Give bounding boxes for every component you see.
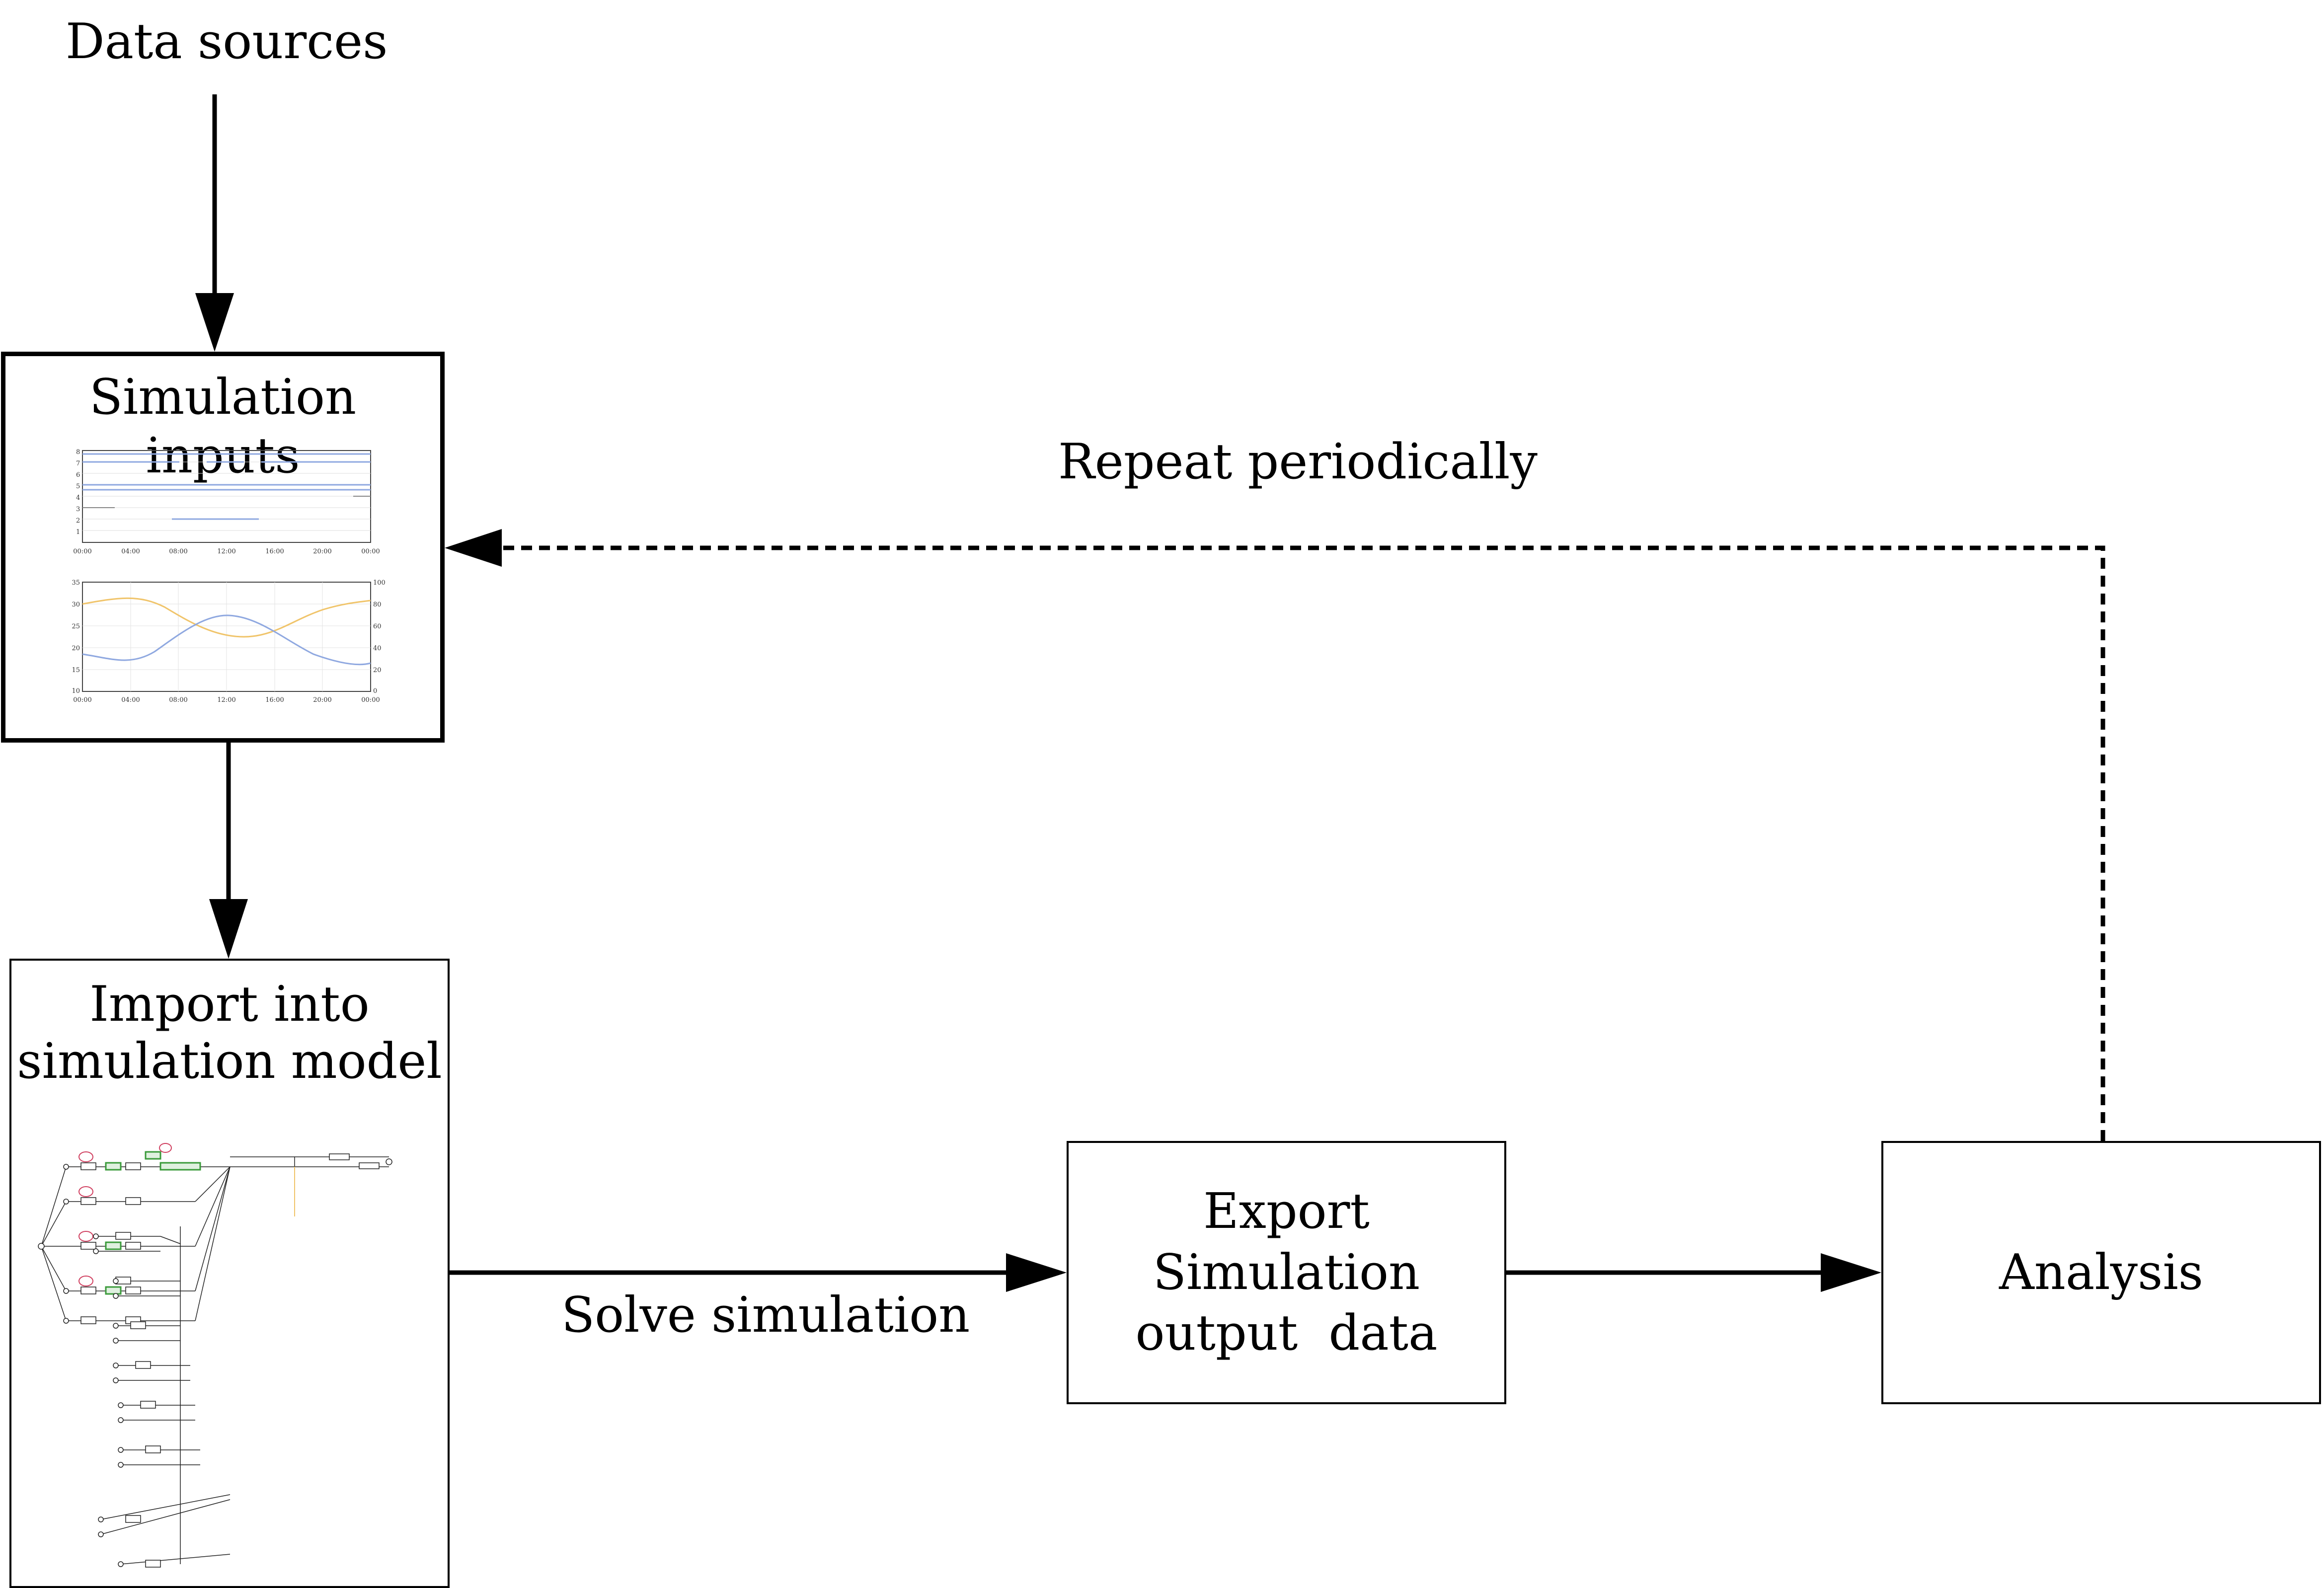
analysis-title: Analysis [1999,1244,2203,1301]
input-weather-chart: 35 30 25 20 15 10 100 80 60 40 20 0 00:00 04:00 08… [72,580,386,704]
svg-text:3: 3 [76,506,80,513]
series-blue [82,614,371,666]
svg-text:0: 0 [373,687,377,695]
svg-text:20:00: 20:00 [313,548,331,555]
export-output-box: Export Simulation output data [1067,1141,1506,1404]
svg-text:12:00: 12:00 [217,696,235,704]
svg-text:00:00: 00:00 [73,696,91,704]
svg-text:1: 1 [76,529,80,536]
import-model-title-line2: simulation model [17,1033,442,1090]
svg-text:10: 10 [72,687,80,695]
arrowhead-right [1821,1253,1881,1292]
svg-text:100: 100 [373,580,386,587]
svg-text:7: 7 [76,460,80,467]
svg-text:20: 20 [72,645,80,652]
arrowhead-left [445,529,502,567]
svg-text:6: 6 [76,471,80,479]
analysis-box: Analysis [1881,1141,2321,1404]
svg-text:40: 40 [373,645,382,652]
svg-text:25: 25 [72,623,80,630]
series-orange [82,597,371,638]
input-schedule-chart: 8 7 6 5 4 3 2 1 00:00 04:00 08:00 12:00 16:00 20:… [73,449,380,555]
simulation-inputs-title: Simulation inputs [89,369,357,484]
simulation-inputs-box: Simulation inputs 8 7 6 5 4 3 2 1 [1,352,445,743]
svg-text:04:00: 04:00 [121,548,140,555]
feedback-loop-dashed [497,545,2105,1141]
svg-text:04:00: 04:00 [121,696,140,704]
svg-text:15: 15 [72,667,80,674]
svg-text:35: 35 [72,580,80,587]
svg-text:8: 8 [76,449,80,456]
svg-text:00:00: 00:00 [361,548,380,555]
svg-text:5: 5 [76,483,80,490]
simulation-model-diagram [38,1143,392,1568]
svg-text:30: 30 [72,601,80,608]
svg-text:80: 80 [373,601,382,608]
svg-text:08:00: 08:00 [169,696,187,704]
svg-text:20: 20 [373,667,382,674]
arrowhead-down [195,293,234,352]
export-title-line2: output data [1135,1305,1438,1362]
svg-text:00:00: 00:00 [73,548,91,555]
svg-text:20:00: 20:00 [313,696,331,704]
import-model-box: Import into simulation model [9,959,450,1588]
arrowhead-down [209,899,248,959]
svg-text:16:00: 16:00 [265,696,284,704]
svg-text:60: 60 [373,623,382,630]
solve-simulation-label: Solve simulation [561,1287,970,1344]
import-model-title-line1: Import into [89,976,370,1033]
svg-text:16:00: 16:00 [265,548,284,555]
svg-text:08:00: 08:00 [169,548,187,555]
svg-text:2: 2 [76,517,80,525]
svg-text:12:00: 12:00 [217,548,235,555]
data-sources-label: Data sources [66,13,388,70]
svg-text:4: 4 [76,494,80,502]
export-title-line1: Export Simulation [1153,1183,1420,1301]
svg-text:00:00: 00:00 [361,696,380,704]
export-output-title: Export Simulation output data [1069,1143,1504,1402]
repeat-periodically-label: Repeat periodically [1058,434,1538,490]
arrowhead-right [1006,1253,1067,1292]
